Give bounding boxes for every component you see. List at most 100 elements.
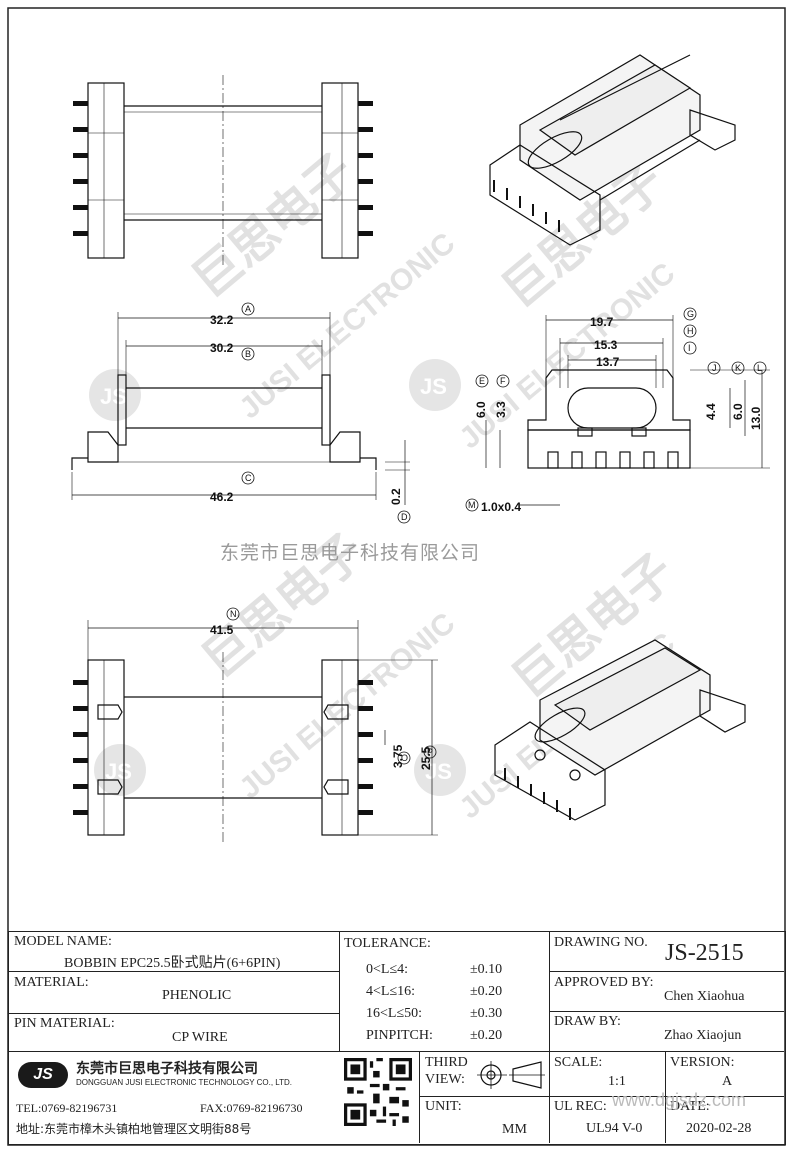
draw-by-value: Zhao Xiaojun xyxy=(664,1028,742,1043)
top-view xyxy=(87,75,359,265)
watermark-logo-3 xyxy=(94,744,146,796)
dim-J-value: 4.4 xyxy=(704,403,718,420)
tolerance-range-1: 0<L≤4: xyxy=(366,962,409,977)
svg-text:J: J xyxy=(712,363,717,373)
tolerance-value-1: ±0.10 xyxy=(470,962,503,977)
company-name-cn: 东莞市巨思电子科技有限公司 xyxy=(76,1061,258,1077)
isometric-view-top xyxy=(489,54,736,246)
svg-text:G: G xyxy=(687,309,694,319)
top-view-right-flange xyxy=(321,82,359,259)
date-label: DATE: xyxy=(670,1099,710,1114)
dim-D-value: 0.2 xyxy=(389,488,403,505)
drawing-no-label: DRAWING NO. xyxy=(554,935,648,950)
unit-label: UNIT: xyxy=(425,1099,462,1114)
svg-text:D: D xyxy=(401,512,408,522)
tb-divider-4 xyxy=(665,1051,666,1143)
tolerance-range-3: 16<L≤50: xyxy=(366,1006,423,1021)
top-view-pins xyxy=(73,101,373,236)
watermark-brand-cn-1: 巨思电子 xyxy=(183,144,364,308)
tb-hline-1 xyxy=(8,971,339,972)
dim-C-value: 46.2 xyxy=(210,490,234,504)
front-view xyxy=(71,312,410,505)
approved-by-value: Chen Xiaohua xyxy=(664,989,745,1004)
draw-by-label: DRAW BY: xyxy=(554,1014,621,1029)
company-tel: TEL:0769-82196731 xyxy=(16,1101,118,1115)
model-name-label: MODEL NAME: xyxy=(14,934,112,949)
version-value: A xyxy=(722,1074,733,1089)
svg-text:F: F xyxy=(500,376,506,386)
company-address: 地址:东莞市樟木头镇柏地管理区文明街88号 xyxy=(16,1122,252,1136)
third-view-label-1: THIRD xyxy=(425,1055,468,1070)
third-view-label-2: VIEW: xyxy=(425,1072,465,1087)
dim-B-value: 30.2 xyxy=(210,341,234,355)
svg-text:E: E xyxy=(479,376,485,386)
version-label: VERSION: xyxy=(670,1055,735,1070)
isometric-view-bottom-pins xyxy=(504,768,571,820)
scale-value: 1:1 xyxy=(608,1074,626,1089)
tb-hline-6 xyxy=(419,1096,784,1097)
tb-divider-1 xyxy=(339,931,340,1051)
bottom-view xyxy=(87,620,438,845)
scale-label: SCALE: xyxy=(554,1055,603,1070)
tolerance-label: TOLERANCE: xyxy=(344,936,431,951)
tb-hline-3 xyxy=(8,1051,784,1052)
watermark-brand-en-2: JUSI ELECTRONIC xyxy=(453,257,681,456)
dim-M-value: 1.0x0.4 xyxy=(481,500,521,514)
svg-text:K: K xyxy=(735,363,741,373)
dim-N-value: 41.5 xyxy=(210,623,234,637)
tolerance-value-2: ±0.20 xyxy=(470,984,503,999)
watermark-logo-text-2: JS xyxy=(420,374,447,399)
tolerance-range-2: 4<L≤16: xyxy=(366,984,416,999)
dim-E-value: 6.0 xyxy=(474,401,488,418)
pin-material-value: CP WIRE xyxy=(172,1030,228,1045)
tb-hline-2 xyxy=(8,1013,339,1014)
dim-H-value: 15.3 xyxy=(594,338,618,352)
circle-label-letters: A B C D E F G H I J K L M N O P xyxy=(230,304,762,763)
side-view xyxy=(485,315,770,506)
dim-P-value: 25.5 xyxy=(419,746,433,770)
model-name-value: BOBBIN EPC25.5卧式贴片(6+6PIN) xyxy=(64,956,281,971)
svg-text:M: M xyxy=(468,500,476,510)
svg-text:P: P xyxy=(427,747,433,757)
bottom-view-pins xyxy=(73,680,373,815)
qr-code-icon xyxy=(344,1058,412,1126)
sheet-border xyxy=(7,7,786,1146)
tb-hline-5 xyxy=(549,1011,784,1012)
dim-K-value: 6.0 xyxy=(731,403,745,420)
isometric-view-top-pins xyxy=(493,180,560,232)
top-view-left-flange xyxy=(87,82,125,259)
date-value: 2020-02-28 xyxy=(686,1121,752,1136)
svg-text:N: N xyxy=(230,609,237,619)
title-block xyxy=(8,931,786,1145)
tb-divider-3 xyxy=(419,1051,420,1143)
unit-value: MM xyxy=(502,1122,527,1137)
dim-F-value: 3.3 xyxy=(494,401,508,418)
company-fax: FAX:0769-82196730 xyxy=(200,1101,303,1115)
watermark-logo-2 xyxy=(409,359,461,411)
material-value: PHENOLIC xyxy=(162,988,232,1003)
svg-text:L: L xyxy=(757,363,762,373)
tb-hline-4 xyxy=(549,971,784,972)
watermark-logo-text-4: JS xyxy=(425,759,452,784)
watermark-logo-1 xyxy=(89,369,141,421)
svg-text:B: B xyxy=(245,349,251,359)
svg-text:O: O xyxy=(401,753,408,763)
tolerance-value-3: ±0.30 xyxy=(470,1006,503,1021)
dim-L-value: 13.0 xyxy=(749,406,763,430)
watermark-logo-text-1: JS xyxy=(100,384,127,409)
ul-rec-label: UL REC: xyxy=(554,1099,607,1114)
company-name-en: DONGGUAN JUSI ELECTRONIC TECHNOLOGY CO.,… xyxy=(76,1078,293,1087)
dim-I-value: 13.7 xyxy=(596,355,620,369)
tolerance-value-4: ±0.20 xyxy=(470,1028,503,1043)
isometric-view-bottom xyxy=(494,639,746,821)
tolerance-range-4: PINPITCH: xyxy=(366,1028,433,1043)
approved-by-label: APPROVED BY: xyxy=(554,975,654,990)
svg-text:A: A xyxy=(245,304,251,314)
company-logo: JS xyxy=(18,1062,68,1088)
ul-rec-value: UL94 V-0 xyxy=(586,1121,643,1136)
svg-text:C: C xyxy=(245,473,252,483)
website-watermark: www.dgjsdz.com xyxy=(612,1090,747,1110)
dim-G-value: 19.7 xyxy=(590,315,614,329)
tb-divider-2 xyxy=(549,931,550,1143)
